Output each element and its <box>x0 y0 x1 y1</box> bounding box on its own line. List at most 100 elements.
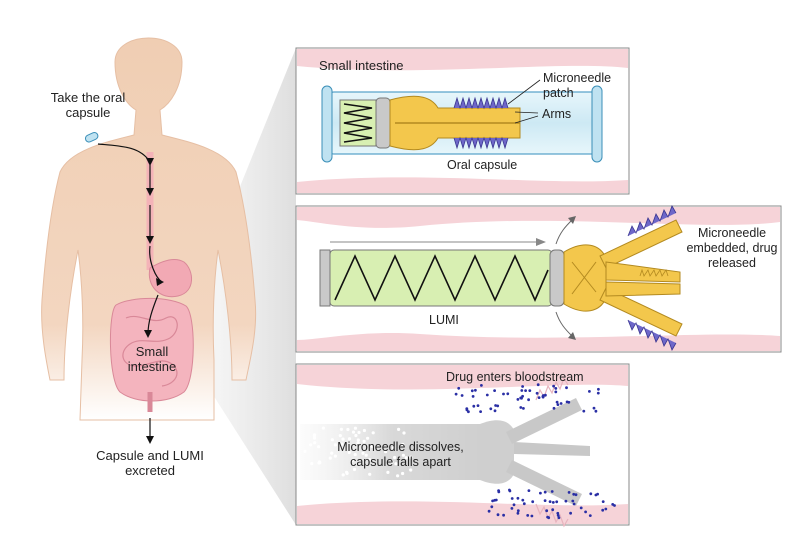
drug-dot <box>370 444 374 448</box>
drug-dot <box>384 450 388 454</box>
drug-dot <box>493 498 497 502</box>
drug-dot <box>552 406 556 410</box>
drug-dot <box>346 427 350 432</box>
drug-dot <box>510 497 514 500</box>
drug-dot <box>402 431 406 435</box>
label-microneedle-dissolves: Microneedle dissolves, capsule falls apa… <box>337 440 464 469</box>
drug-dot <box>351 430 356 434</box>
drug-dot <box>572 492 576 496</box>
drug-dot <box>345 470 349 474</box>
drug-dot <box>556 514 560 517</box>
drug-dot <box>397 427 401 431</box>
drug-dot <box>543 490 547 494</box>
label-microneedle-patch: Microneedle patch <box>543 71 612 100</box>
drug-dot <box>565 400 569 404</box>
label-drug-enters-bloodstream: Drug enters bloodstream <box>446 370 584 384</box>
label-excreted: Capsule and LUMI excreted <box>96 448 204 478</box>
oral-capsule-pill <box>84 131 99 143</box>
drug-dot <box>543 499 547 502</box>
drug-dot <box>371 431 375 435</box>
drug-dot <box>347 437 352 441</box>
drug-dot <box>601 500 605 503</box>
drug-dot <box>522 502 526 506</box>
drug-dot <box>506 392 510 396</box>
drug-dot <box>502 392 505 396</box>
drug-dot <box>508 488 511 492</box>
drug-dot <box>611 503 615 506</box>
drug-dot <box>353 426 357 430</box>
drug-dot <box>541 395 545 399</box>
drug-dot <box>396 474 400 478</box>
dissolve-particles <box>303 426 413 478</box>
drug-dot <box>510 507 514 510</box>
panel-dissolve <box>295 363 630 528</box>
drug-dot <box>362 439 366 443</box>
drug-dots-bottom <box>487 488 616 520</box>
drug-dot <box>341 437 345 441</box>
drug-dot <box>582 409 586 413</box>
drug-dot <box>554 387 558 390</box>
drug-dot <box>341 473 345 477</box>
drug-dot <box>555 400 559 404</box>
drug-dot <box>550 490 554 493</box>
drug-dot <box>364 453 368 457</box>
drug-dot <box>321 426 325 430</box>
drug-dot <box>530 514 534 518</box>
drug-dot <box>569 511 572 515</box>
drug-dot <box>588 514 592 517</box>
panel-oral-capsule <box>295 47 630 195</box>
drug-dot <box>556 403 560 406</box>
drug-dot <box>551 501 555 504</box>
drug-dot <box>567 491 571 494</box>
drug-dot <box>339 427 343 431</box>
drug-dot <box>409 468 413 472</box>
drug-dot <box>460 394 464 397</box>
drug-dot <box>303 449 307 453</box>
drug-dot <box>524 389 527 392</box>
drug-dot <box>476 404 480 407</box>
drug-dot <box>394 462 398 466</box>
drug-dot <box>328 456 332 460</box>
drug-dot <box>594 409 598 413</box>
drug-dot <box>493 389 496 392</box>
drug-dot <box>317 460 322 464</box>
drug-dot <box>401 471 405 476</box>
label-take-capsule: Take the oral capsule <box>50 90 126 120</box>
label-oral-capsule: Oral capsule <box>447 158 518 172</box>
drug-dot <box>537 396 541 399</box>
drug-dot <box>362 428 366 433</box>
drug-dot <box>519 406 523 409</box>
drug-dot <box>565 386 568 390</box>
label-small-intestine-body: Small intestine <box>127 344 177 374</box>
drug-dot <box>368 472 372 476</box>
drug-dot <box>313 433 317 437</box>
drug-dot <box>556 511 560 515</box>
drug-dot <box>338 434 342 438</box>
drug-dot <box>491 499 494 503</box>
drug-dot <box>401 442 405 447</box>
drug-dot <box>564 499 568 503</box>
drug-dot <box>496 404 500 408</box>
drug-dot <box>494 404 497 407</box>
drug-dot <box>527 489 531 492</box>
drug-dot <box>472 404 476 408</box>
drug-dot <box>356 441 360 445</box>
drug-dot <box>526 514 530 517</box>
drug-dot <box>367 458 372 462</box>
drug-dot <box>386 470 390 474</box>
drug-dot <box>536 383 540 387</box>
drug-dot <box>521 394 524 398</box>
label-small-intestine-panel: Small intestine <box>319 58 404 73</box>
arrow-heads <box>144 158 164 444</box>
drug-dot <box>572 502 576 506</box>
drug-dot <box>467 410 470 414</box>
drug-dot <box>366 436 370 440</box>
drug-dot <box>393 455 397 460</box>
drug-dot <box>493 409 497 413</box>
drug-dot <box>313 441 317 445</box>
drug-dot <box>535 391 539 395</box>
drug-dot <box>340 442 344 446</box>
drug-dot <box>516 398 520 401</box>
drug-dot <box>592 406 596 410</box>
